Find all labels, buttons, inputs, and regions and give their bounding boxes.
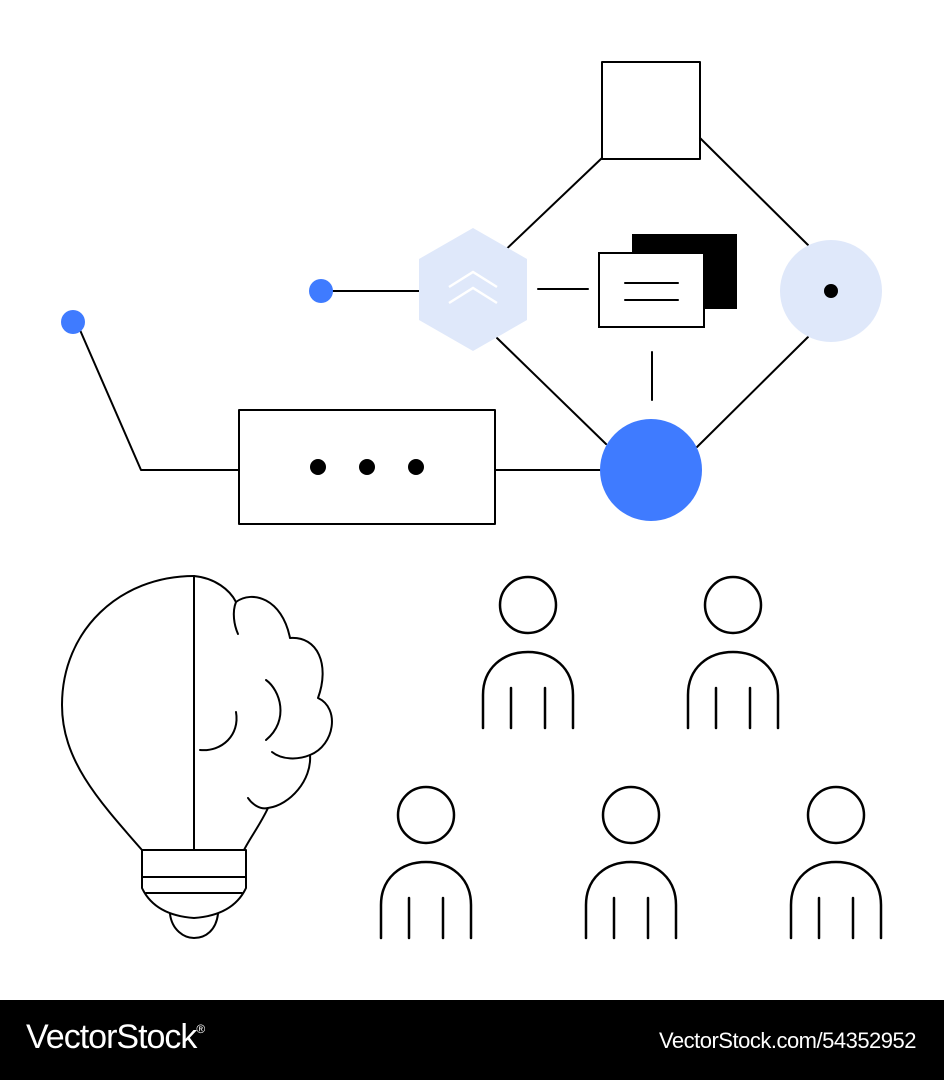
ellipsis-box-icon [238, 409, 496, 525]
person-icon [789, 785, 883, 940]
brand-registered-mark: ® [196, 1022, 205, 1036]
people-group [379, 575, 883, 940]
person-icon [379, 785, 473, 940]
network-connectors [79, 137, 809, 471]
network-illustration [61, 61, 883, 940]
brain-lightbulb-icon [61, 575, 333, 939]
hexagon-chevron-icon [419, 228, 527, 351]
blue-dot-icon [309, 279, 333, 303]
person-icon [584, 785, 678, 940]
brand-logo[interactable]: VectorStock® [26, 1018, 205, 1057]
image-reference-text: VectorStock.com/54352952 [658, 1028, 917, 1053]
watermark-footer: VectorStock® VectorStock.com/54352952 [0, 1000, 944, 1080]
person-icon [481, 575, 575, 730]
blue-dot-icon [61, 310, 85, 334]
brand-name-text: VectorStock [26, 1018, 197, 1056]
square-node-icon [601, 61, 701, 160]
document-stack-icon [598, 234, 737, 328]
blue-circle-node-icon [600, 419, 702, 521]
target-circle-icon [780, 240, 882, 342]
person-icon [686, 575, 780, 730]
